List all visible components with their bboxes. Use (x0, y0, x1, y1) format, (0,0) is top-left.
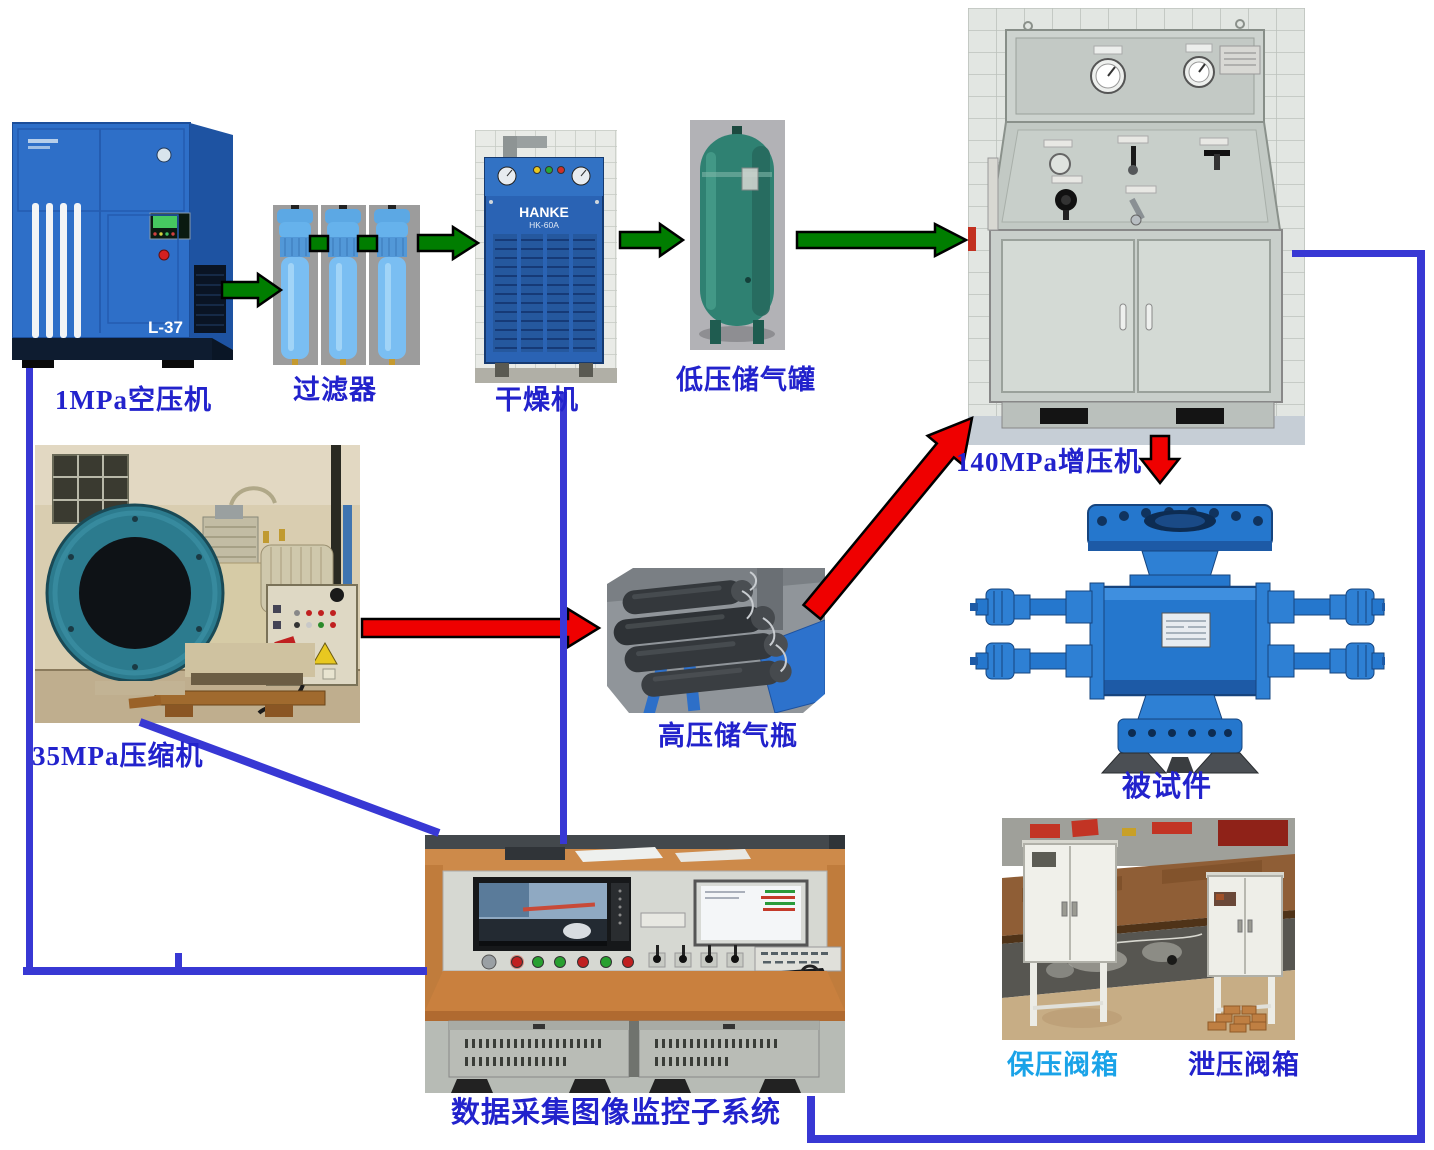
door-handle (1145, 303, 1153, 331)
photo-lp-tank (690, 120, 785, 350)
flow-arrow-cylinders-to-booster (801, 415, 974, 621)
toggle-switches (648, 945, 744, 968)
compressor-35mpa-illustration (35, 445, 360, 723)
center-plate (640, 912, 686, 928)
label-relief-valve-box: 泄压阀箱 (1188, 1050, 1300, 1080)
signal-line-bottom-horizontal (807, 1135, 1425, 1143)
signal-line-booster-horizontal (1292, 250, 1424, 257)
filter-cartridge (277, 205, 313, 365)
label-lp-tank: 低压储气罐 (676, 365, 816, 395)
tank-label-plate (741, 167, 759, 191)
booster-door-left (1001, 239, 1135, 393)
relief-valve-cabinet (1206, 872, 1284, 1026)
side-arm (1267, 588, 1385, 626)
photo-hp-cylinders (607, 568, 825, 713)
indicator-red (622, 956, 634, 968)
label-compressor-35mpa: 35MPa压缩机 (32, 741, 204, 771)
label-compressor-1mpa: 1MPa空压机 (55, 385, 212, 415)
indicator-yellow (533, 166, 541, 174)
filters-illustration (273, 205, 420, 365)
photo-compressor-1mpa: L-37 (12, 115, 233, 372)
photo-compressor-35mpa (35, 445, 360, 723)
indicator-red (557, 166, 565, 174)
dryer-brand-text: HANKE (519, 204, 569, 220)
valve-boxes-illustration (1002, 818, 1295, 1040)
compressor-model-badge: L-37 (148, 318, 183, 337)
label-dryer: 干燥机 (495, 385, 579, 415)
photo-daq-console (425, 835, 845, 1093)
holding-valve-cabinet (1022, 840, 1118, 1026)
label-booster: 140MPa增压机 (956, 447, 1142, 477)
bricks (1207, 1005, 1267, 1033)
signal-line-console-drop (807, 1096, 815, 1142)
label-holding-valve-box: 保压阀箱 (1007, 1050, 1119, 1080)
indicator-green (532, 956, 544, 968)
dryer-illustration: HANKE HK-60A (475, 130, 617, 383)
indicator-red (511, 956, 523, 968)
flow-arrow-compressor35-to-cylinders (360, 606, 602, 650)
door-handle (1119, 303, 1127, 331)
label-test-piece: 被试件 (1122, 771, 1213, 803)
valve-stem (1131, 146, 1136, 170)
indicator-red (577, 956, 589, 968)
photo-filters (273, 205, 420, 365)
daq-console-illustration (425, 835, 845, 1093)
valve-lever (1204, 150, 1230, 156)
key-switch (481, 954, 497, 970)
signal-line-right-vertical (1417, 250, 1425, 1143)
bottom-flange (1117, 718, 1243, 754)
signal-line-tick (175, 953, 182, 968)
compressor-1mpa-illustration: L-37 (12, 122, 233, 368)
indicator-green (545, 166, 553, 174)
hp-cylinders-illustration (607, 568, 825, 713)
manifold-tubing (741, 571, 787, 673)
indicator-green (554, 956, 566, 968)
nameplate (1161, 612, 1211, 648)
photo-test-piece (970, 475, 1385, 775)
photo-valve-boxes (1002, 818, 1295, 1040)
side-arm (1267, 642, 1385, 680)
photo-dryer: HANKE HK-60A (475, 130, 617, 383)
cabinet-right (638, 1020, 820, 1078)
nameplate (1219, 45, 1261, 75)
cylinder-stack (613, 571, 792, 713)
filter-cartridge (374, 205, 410, 365)
dryer-model-text: HK-60A (529, 220, 559, 230)
label-filters: 过滤器 (293, 375, 377, 405)
filter-cartridge (325, 205, 361, 365)
side-arm (970, 588, 1093, 626)
label-daq-console: 数据采集图像监控子系统 (451, 1097, 782, 1129)
photo-booster (968, 8, 1305, 445)
booster-door-right (1137, 239, 1271, 393)
flow-arrow-tank-to-booster (795, 221, 969, 259)
signal-line-compressor1-horizontal (23, 967, 427, 975)
flow-arrow-dryer-to-tank (618, 221, 686, 259)
label-hp-cylinders: 高压储气瓶 (658, 721, 798, 751)
side-arm (970, 642, 1093, 680)
power-button-icon (158, 249, 170, 261)
pressure-gauge-icon (156, 147, 172, 163)
signal-line-dryer-vertical (560, 392, 567, 844)
signal-line-compressor1-vertical (26, 368, 33, 974)
flow-arrow-filters-to-dryer (416, 224, 481, 262)
warning-triangle-icon (312, 641, 338, 665)
console-nameplate (754, 946, 842, 972)
indicator-green (600, 956, 612, 968)
signal-line-compressor35-diagonal (138, 718, 441, 837)
lp-tank-illustration (690, 120, 785, 350)
booster-illustration (968, 8, 1305, 445)
cabinet-left (448, 1020, 630, 1078)
test-piece-illustration (970, 475, 1385, 775)
